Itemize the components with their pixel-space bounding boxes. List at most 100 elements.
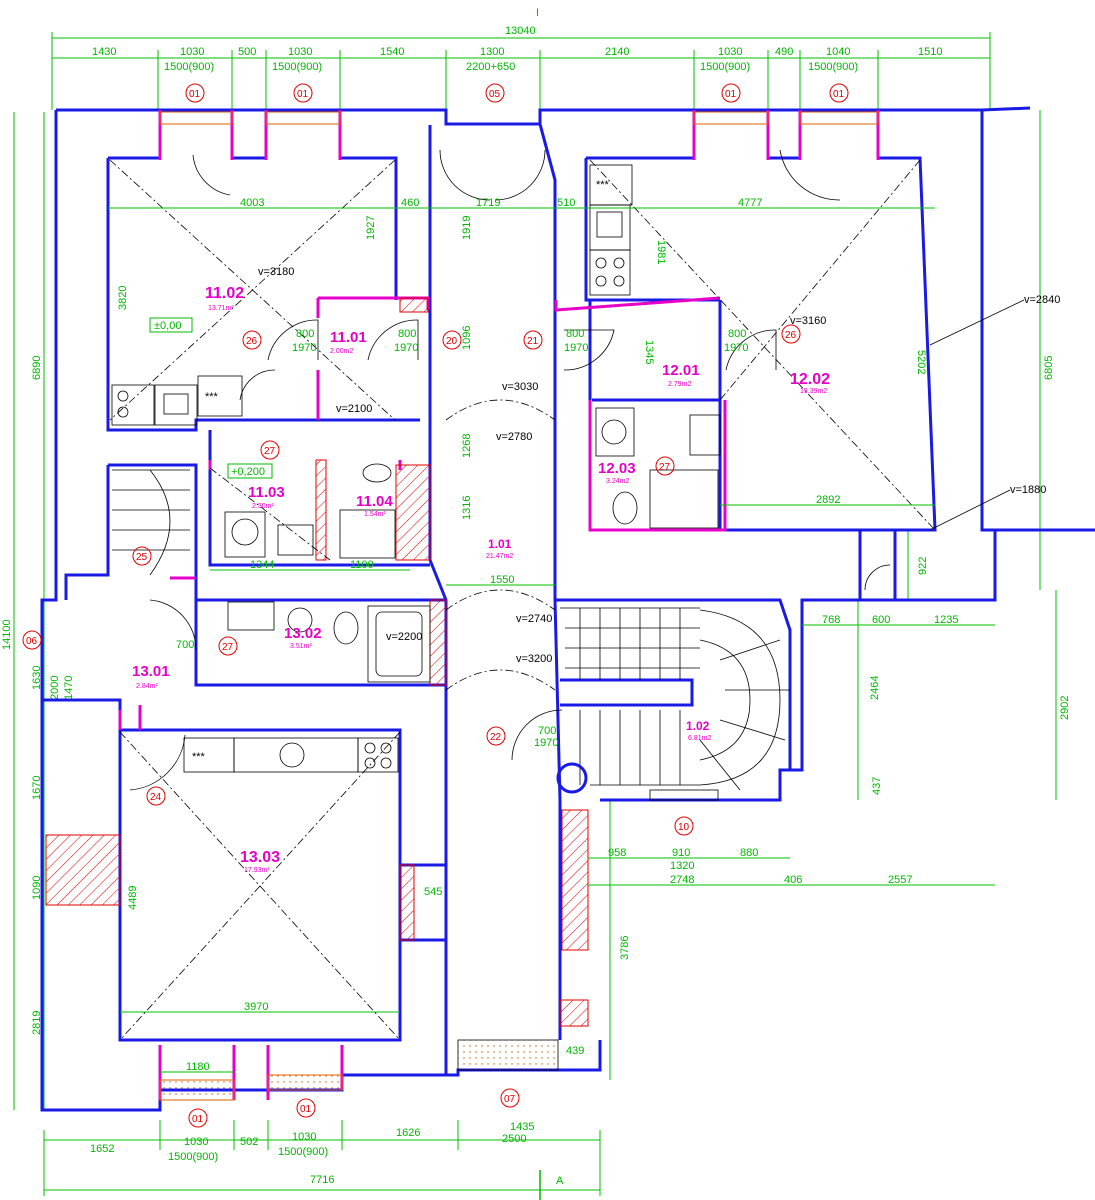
svg-text:1030: 1030 [288, 46, 312, 58]
tag-21: 21 [523, 330, 543, 350]
svg-text:1550: 1550 [490, 574, 514, 586]
svg-text:3.51m²: 3.51m² [290, 643, 312, 650]
tag-25: 25 [132, 546, 152, 566]
svg-text:1652: 1652 [90, 1143, 114, 1155]
svg-text:958: 958 [608, 847, 626, 859]
tag-01-f: 01 [296, 1098, 316, 1118]
svg-text:22: 22 [490, 732, 502, 743]
svg-text:922: 922 [917, 557, 929, 575]
svg-text:v=2100: v=2100 [336, 403, 372, 415]
room-13-02-label: 13.02 [284, 625, 322, 642]
staircase [112, 469, 790, 794]
svg-text:1470: 1470 [63, 676, 75, 700]
tag-24: 24 [146, 786, 166, 806]
svg-text:1030: 1030 [718, 46, 742, 58]
svg-text:1500(900): 1500(900) [700, 61, 750, 73]
svg-text:27: 27 [264, 446, 276, 457]
svg-text:1268: 1268 [461, 434, 473, 458]
inner-dimensions: 4003 460 1719 510 4777 3820 1927 1919 19… [108, 197, 995, 1073]
level-notes: v=3180 v=3160 v=2840 v=3030 v=2780 v=210… [149, 266, 1060, 665]
svg-text:3970: 3970 [244, 1001, 268, 1013]
tag-01-c: 01 [721, 83, 741, 103]
svg-text:2557: 2557 [888, 874, 912, 886]
svg-text:1970: 1970 [724, 342, 748, 354]
svg-text:1927: 1927 [365, 216, 377, 240]
svg-text:27: 27 [659, 462, 671, 473]
svg-text:21: 21 [527, 336, 539, 347]
svg-text:700: 700 [538, 725, 556, 737]
tag-06: 06 [22, 630, 42, 650]
top-dimension-chain: 13040 1430 1030 500 1030 1540 1300 2140 … [51, 25, 991, 110]
room-12-03-label: 12.03 [598, 460, 636, 477]
svg-text:1345: 1345 [643, 340, 655, 364]
svg-text:19.39m2: 19.39m2 [800, 388, 827, 395]
svg-text:14100: 14100 [1, 619, 13, 650]
room-11-01-label: 11.01 [330, 329, 367, 346]
room-11-04-label: 11.04 [356, 493, 393, 510]
svg-text:26: 26 [246, 336, 258, 347]
svg-text:±0,00: ±0,00 [154, 320, 181, 332]
tag-27-c: 27 [218, 636, 238, 656]
tag-01-b: 01 [293, 83, 313, 103]
svg-text:2140: 2140 [605, 46, 629, 58]
svg-text:4489: 4489 [127, 886, 139, 910]
tag-01-e: 01 [188, 1108, 208, 1128]
svg-text:490: 490 [775, 46, 793, 58]
svg-text:21.47m2: 21.47m2 [486, 553, 513, 560]
svg-text:4003: 4003 [240, 197, 264, 209]
svg-text:13040: 13040 [505, 25, 536, 37]
stove-13-03: *** [192, 751, 206, 763]
svg-text:1344: 1344 [250, 559, 274, 571]
svg-text:1235: 1235 [934, 614, 958, 626]
svg-text:01: 01 [300, 1104, 312, 1115]
svg-text:1.54m²: 1.54m² [364, 511, 386, 518]
tag-20: 20 [442, 330, 462, 350]
svg-text:2.30m²: 2.30m² [252, 503, 274, 510]
svg-text:1316: 1316 [461, 496, 473, 520]
svg-text:2464: 2464 [869, 676, 881, 700]
svg-text:3786: 3786 [619, 936, 631, 960]
room-11-03-label: 11.03 [248, 484, 285, 501]
svg-text:1320: 1320 [670, 860, 694, 872]
svg-text:2892: 2892 [816, 494, 840, 506]
svg-text:24: 24 [150, 792, 162, 803]
svg-text:502: 502 [240, 1136, 258, 1148]
svg-text:+0,200: +0,200 [231, 466, 265, 478]
tag-07: 07 [500, 1088, 520, 1108]
tag-01-a: 01 [185, 83, 205, 103]
svg-text:2500: 2500 [502, 1133, 526, 1145]
svg-text:1500(900): 1500(900) [278, 1146, 328, 1158]
right-dimension-chain: 6805 2902 922 2464 437 3786 [609, 110, 1071, 1080]
svg-text:1919: 1919 [461, 216, 473, 240]
svg-text:2.00m2: 2.00m2 [330, 348, 353, 355]
svg-text:500: 500 [238, 46, 256, 58]
svg-text:1500(900): 1500(900) [808, 61, 858, 73]
room-labels: 11.02 13.71m² 11.01 2.00m2 11.03 2.30m² … [132, 285, 830, 874]
svg-text:510: 510 [557, 197, 575, 209]
svg-text:2748: 2748 [670, 874, 694, 886]
tag-27-a: 27 [260, 440, 280, 460]
svg-text:880: 880 [740, 847, 758, 859]
svg-text:1970: 1970 [394, 342, 418, 354]
svg-text:27: 27 [222, 642, 234, 653]
svg-text:1540: 1540 [380, 46, 404, 58]
svg-text:3820: 3820 [117, 286, 129, 310]
svg-text:1500(900): 1500(900) [168, 1151, 218, 1163]
svg-text:1090: 1090 [31, 876, 43, 900]
svg-text:v=1880: v=1880 [1010, 484, 1046, 496]
svg-text:v=2780: v=2780 [496, 431, 532, 443]
door-frames [118, 110, 880, 1100]
tag-26-b: 26 [781, 324, 801, 344]
svg-text:1096: 1096 [461, 326, 473, 350]
svg-text:07: 07 [504, 1094, 516, 1105]
stove-12-02: *** [596, 179, 610, 191]
windows [159, 111, 879, 1101]
svg-text:v=3160: v=3160 [790, 315, 826, 327]
svg-text:800: 800 [296, 328, 314, 340]
svg-text:1030: 1030 [180, 46, 204, 58]
svg-text:1435: 1435 [510, 1121, 534, 1133]
svg-text:800: 800 [728, 328, 746, 340]
svg-text:v=2840: v=2840 [1024, 294, 1060, 306]
svg-text:1719: 1719 [476, 197, 500, 209]
